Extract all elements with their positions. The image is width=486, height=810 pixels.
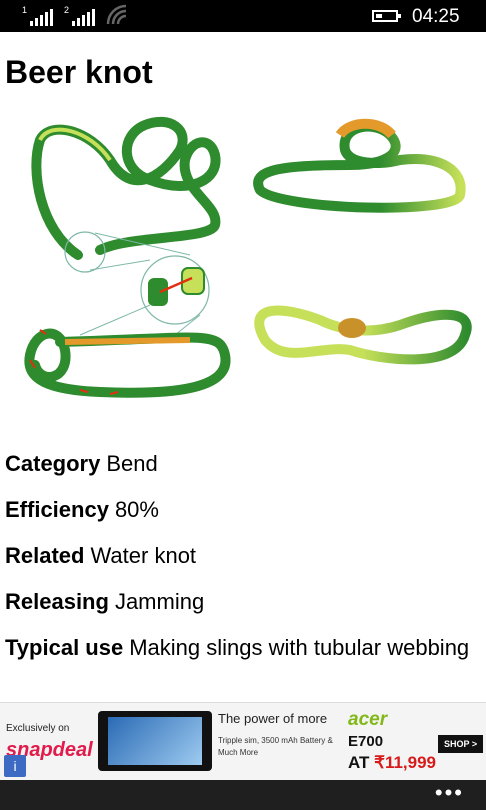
- signal-icon: 1: [22, 5, 54, 26]
- detail-value: Jamming: [114, 589, 205, 614]
- ad-exclusive-text: Exclusively on: [6, 723, 70, 734]
- detail-value: 80%: [114, 497, 159, 522]
- detail-label: Related: [5, 543, 85, 568]
- info-icon[interactable]: i: [4, 755, 26, 777]
- sim1-label: 1: [22, 5, 28, 15]
- signal-icon: 2: [64, 5, 96, 26]
- page-title: Beer knot: [5, 54, 153, 90]
- knot-illustration: [24, 116, 472, 398]
- more-icon[interactable]: •••: [434, 780, 464, 805]
- rope-step-3: [24, 328, 231, 398]
- detail-label: Efficiency: [5, 497, 109, 522]
- ad-model: E700: [348, 733, 384, 750]
- price-prefix: AT: [348, 753, 370, 772]
- rope-step-4: [254, 305, 472, 365]
- detail-value: Bend: [106, 451, 158, 476]
- detail-label: Typical use: [5, 635, 124, 660]
- detail-value: Water knot: [90, 543, 197, 568]
- ad-headline: The power of more: [218, 711, 328, 726]
- price-value: ₹11,999: [374, 753, 437, 772]
- battery-icon: [372, 10, 401, 22]
- status-bar: 1 2 04:25: [0, 0, 486, 32]
- ad-banner[interactable]: Exclusively on snapdeal i The power of m…: [0, 702, 486, 781]
- app-bar: •••: [0, 780, 486, 810]
- detail-value: Making slings with tubular webbing: [129, 635, 470, 660]
- sim2-label: 2: [64, 5, 70, 15]
- snapdeal-logo: snapdeal: [6, 739, 93, 761]
- rope-step-2: [253, 118, 466, 213]
- detail-label: Category: [5, 451, 101, 476]
- phone-image: [98, 711, 212, 771]
- shop-button[interactable]: SHOP >: [438, 735, 484, 753]
- wifi-icon: [106, 4, 127, 25]
- ad-specs: Tripple sim, 3500 mAh Battery & Much Mor…: [218, 736, 333, 757]
- detail-label: Releasing: [5, 589, 109, 614]
- ad-price: AT ₹11,999: [348, 753, 436, 773]
- zoom-detail: [79, 232, 210, 336]
- acer-logo: acer: [348, 709, 388, 730]
- rope-step-1: [31, 116, 221, 273]
- clock: 04:25: [412, 6, 460, 27]
